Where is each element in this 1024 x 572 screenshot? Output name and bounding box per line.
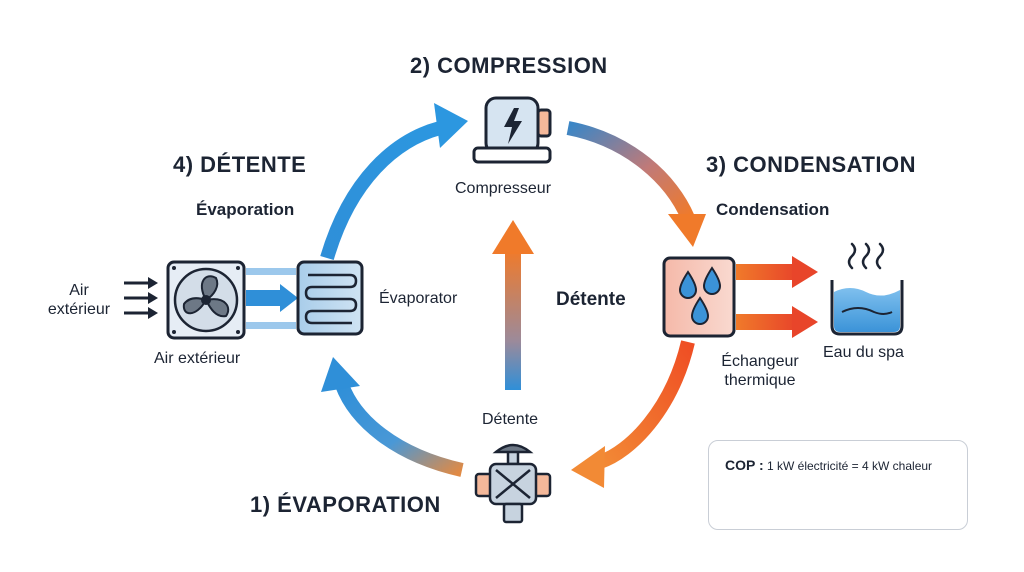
air-inlet-label-line1: Air [69, 282, 89, 299]
fan-label: Air extérieur [154, 350, 241, 367]
arrow-exchanger-to-valve [597, 340, 695, 469]
evaporation-sublabel: Évaporation [196, 200, 295, 219]
arrow-evaporator-to-compressor [320, 121, 442, 260]
step-detente-title: 4) DÉTENTE [173, 152, 307, 177]
spa-icon [830, 242, 904, 336]
fan-unit-icon [166, 260, 246, 340]
exchanger-label: Échangeur thermique [708, 352, 812, 390]
evaporator-icon [296, 260, 364, 336]
valve-label: Détente [482, 411, 539, 428]
arrow-compressor-to-exchanger [566, 121, 695, 221]
exchanger-label-line1: Échangeur [721, 353, 799, 370]
step-evaporation-title: 1) ÉVAPORATION [250, 492, 441, 517]
condensation-sublabel: Condensation [716, 200, 830, 219]
air-inlet-label: Air extérieur [40, 281, 118, 319]
cop-text: COP : 1 kW électricité = 4 kW chaleur [725, 457, 932, 473]
arrow-head-bottom-left [321, 357, 360, 392]
compressor-label: Compresseur [455, 180, 552, 197]
air-inlet-label-line2: extérieur [47, 301, 111, 318]
arrow-valve-to-evaporator [335, 382, 464, 477]
detente-center-label: Détente [556, 289, 626, 310]
air-inlet-arrows [124, 277, 158, 319]
expansion-valve-icon [474, 443, 552, 524]
arrow-head-bottom-right [571, 446, 605, 488]
compressor-icon [472, 96, 552, 164]
arrow-head-top-right [668, 214, 706, 247]
heat-exchanger-icon [662, 256, 736, 338]
exchanger-label-line2: thermique [724, 372, 796, 389]
heat-output-arrows [736, 256, 818, 338]
arrow-head-top-left [434, 103, 468, 148]
cop-panel: COP : 1 kW électricité = 4 kW chaleur [708, 440, 968, 530]
airflow-arrows [246, 268, 298, 329]
spa-label: Eau du spa [823, 344, 904, 361]
cop-value: 1 kW électricité = 4 kW chaleur [766, 459, 933, 473]
step-condensation-title: 3) CONDENSATION [706, 152, 916, 177]
arrow-center-shaft [505, 250, 521, 390]
evaporator-label: Évaporator [379, 290, 458, 307]
cop-label: COP : [725, 457, 764, 473]
arrow-head-center [492, 220, 534, 254]
cycle-arrows [320, 103, 706, 488]
step-compression-title: 2) COMPRESSION [410, 53, 608, 78]
